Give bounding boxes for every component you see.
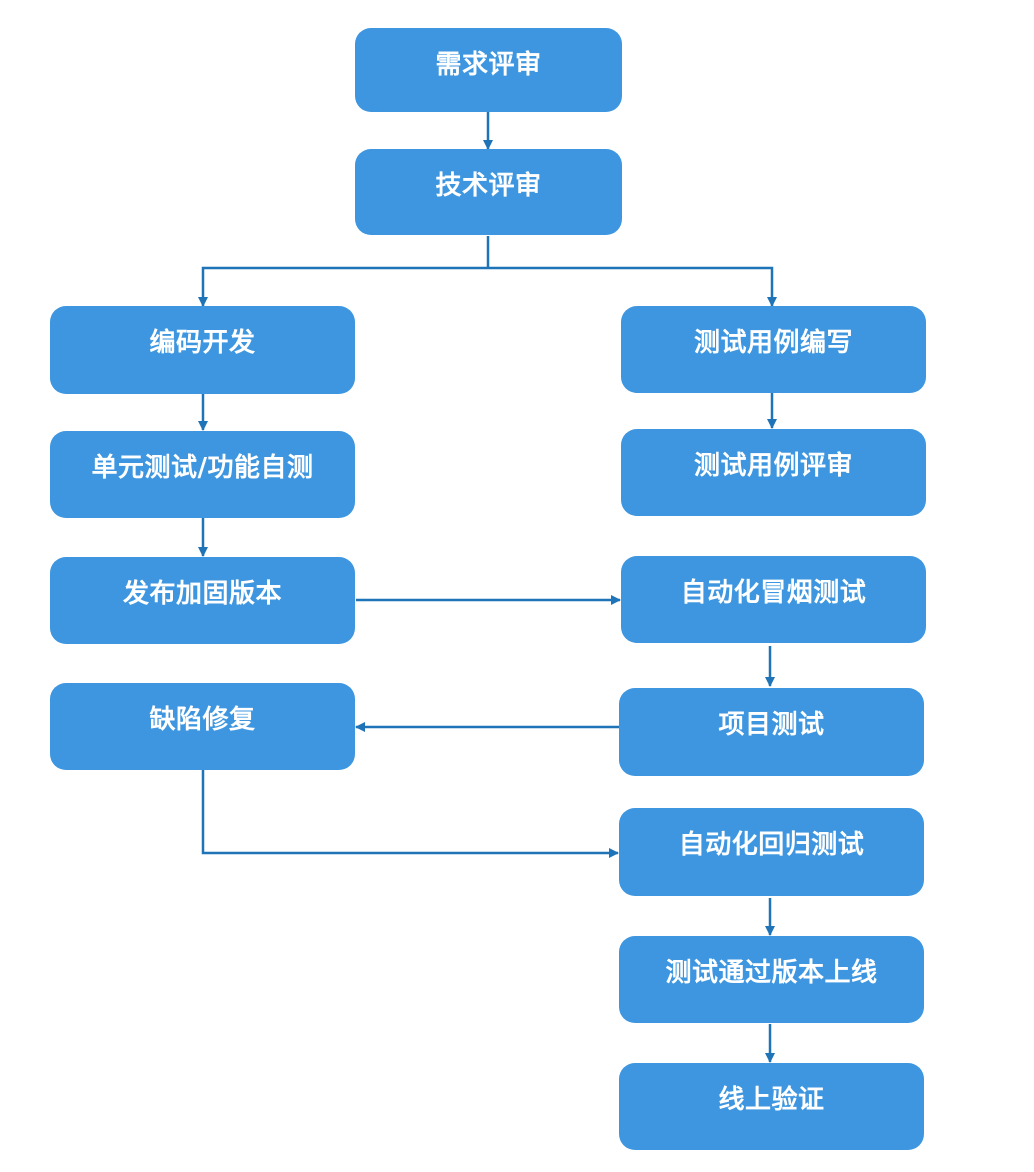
arrow-technical-to-write-test-cases <box>488 266 777 307</box>
node-technical-review: 技术评审 <box>355 149 622 235</box>
node-coding: 编码开发 <box>50 306 355 394</box>
node-write-test-cases: 测试用例编写 <box>621 306 926 393</box>
node-release-build: 发布加固版本 <box>50 557 355 644</box>
arrow-defect-fix-to-regression-test <box>201 770 619 858</box>
node-smoke-test: 自动化冒烟测试 <box>621 556 926 643</box>
node-release-online: 测试通过版本上线 <box>619 936 924 1023</box>
node-review-test-cases: 测试用例评审 <box>621 429 926 516</box>
node-requirement-review: 需求评审 <box>355 28 622 112</box>
node-defect-fix: 缺陷修复 <box>50 683 355 770</box>
node-online-verify: 线上验证 <box>619 1063 924 1150</box>
arrow-technical-to-coding <box>198 266 488 307</box>
node-project-test: 项目测试 <box>619 688 924 776</box>
node-unit-test: 单元测试/功能自测 <box>50 431 355 518</box>
node-regression-test: 自动化回归测试 <box>619 808 924 896</box>
